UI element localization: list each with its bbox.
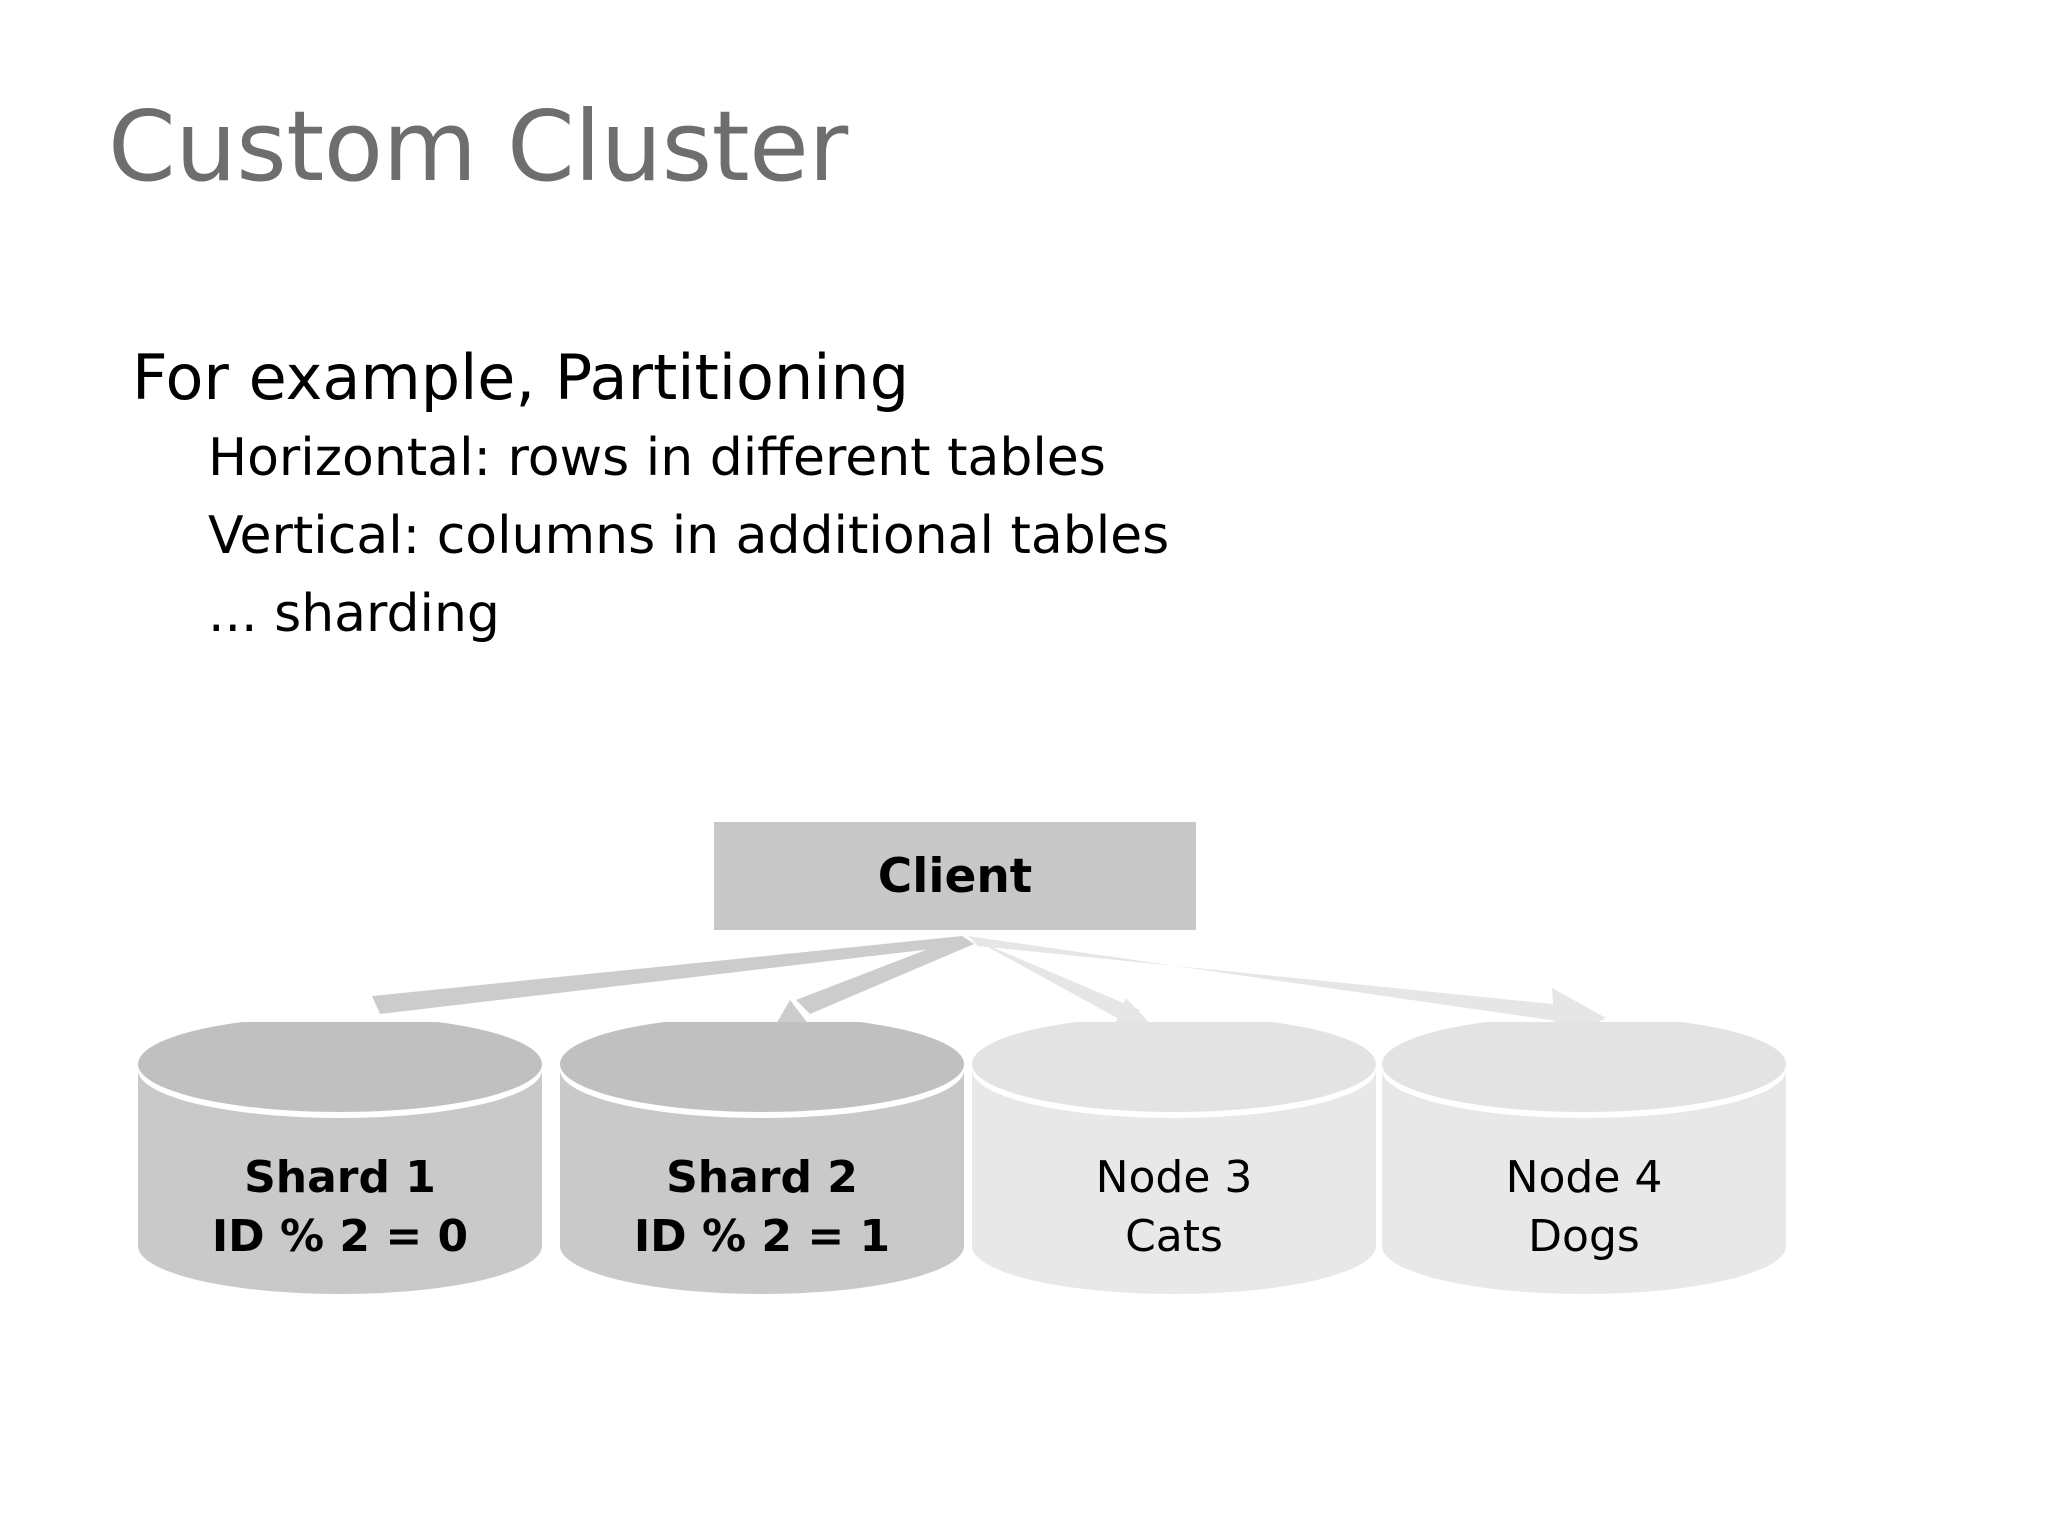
node-node-4-line1: Node 4: [1505, 1152, 1663, 1203]
body-line-1: For example, Partitioning: [132, 341, 910, 414]
body-line-3: Vertical: columns in additional tables: [208, 505, 1170, 566]
node-node-3-line1: Node 3: [1095, 1152, 1253, 1203]
node-shard-1-line1: Shard 1: [244, 1152, 436, 1203]
cylinder-shape-icon: [1382, 1022, 1786, 1294]
cylinder-shape-icon: [560, 1022, 964, 1294]
node-shard-2-line1: Shard 2: [666, 1152, 858, 1203]
page-title: Custom Cluster: [108, 90, 848, 203]
body-text-block: For example, Partitioning Horizontal: ro…: [132, 338, 1632, 653]
client-node[interactable]: Client: [714, 822, 1196, 930]
body-line-4: ... sharding: [208, 583, 500, 644]
node-shard-2[interactable]: Shard 2 ID % 2 = 1: [560, 1022, 964, 1294]
node-node-3-line2: Cats: [1125, 1210, 1223, 1262]
cylinder-shape-icon: [972, 1022, 1376, 1294]
node-node-4-label: Node 4 Dogs: [1382, 1149, 1786, 1266]
body-line-2: Horizontal: rows in different tables: [208, 427, 1106, 488]
node-node-3[interactable]: Node 3 Cats: [972, 1022, 1376, 1294]
node-shard-2-line2: ID % 2 = 1: [633, 1210, 891, 1262]
node-shard-2-label: Shard 2 ID % 2 = 1: [560, 1149, 964, 1266]
client-node-label: Client: [877, 848, 1033, 904]
node-shard-1-label: Shard 1 ID % 2 = 0: [138, 1149, 542, 1266]
node-node-4-line2: Dogs: [1528, 1210, 1640, 1262]
node-shard-1-line2: ID % 2 = 0: [211, 1210, 469, 1262]
cylinder-shape-icon: [138, 1022, 542, 1294]
node-node-3-label: Node 3 Cats: [972, 1149, 1376, 1266]
node-node-4[interactable]: Node 4 Dogs: [1382, 1022, 1786, 1294]
node-shard-1[interactable]: Shard 1 ID % 2 = 0: [138, 1022, 542, 1294]
